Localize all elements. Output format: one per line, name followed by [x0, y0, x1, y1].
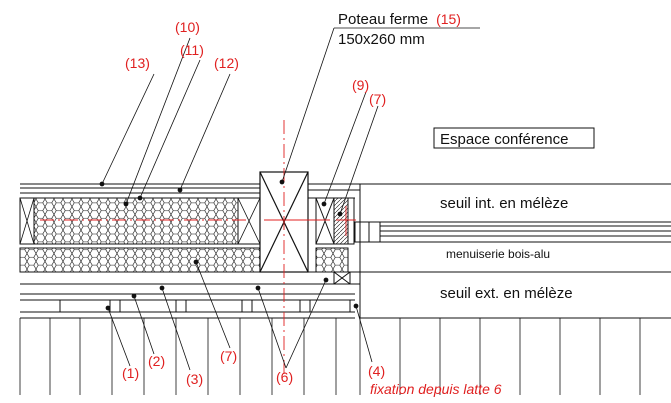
post-title: Poteau ferme [338, 11, 428, 28]
callout-1: (1) [122, 365, 139, 381]
callout-9: (9) [352, 77, 369, 93]
post-label: Poteau ferme (15) [338, 11, 461, 28]
insulation-upper [33, 197, 239, 245]
sill-exterior-label: seuil ext. en mélèze [440, 285, 573, 302]
leader-lines [99, 27, 480, 371]
frame-members-right [315, 197, 355, 285]
facade-cladding-boards [19, 318, 641, 395]
sill-interior-label: seuil int. en mélèze [440, 195, 568, 212]
post-size: 150x260 mm [338, 31, 425, 48]
callout-7-top: (7) [369, 91, 386, 107]
callout-11: (11) [180, 42, 204, 58]
callout-12: (12) [214, 55, 239, 71]
post-number: (15) [436, 11, 461, 27]
callout-10: (10) [175, 19, 200, 35]
roof-membrane-layers [20, 183, 360, 199]
insulation-lower [19, 247, 261, 273]
space-label: Espace conférence [440, 131, 568, 148]
axis-lines [40, 120, 356, 378]
callout-3: (3) [186, 371, 203, 387]
sills-and-joinery [354, 183, 671, 319]
joinery-label: menuiserie bois-alu [446, 247, 550, 261]
callout-13: (13) [125, 55, 150, 71]
callout-4: (4) [368, 363, 385, 379]
battens [20, 299, 355, 319]
space-label-box [433, 127, 595, 149]
callout-6: (6) [276, 369, 293, 385]
callout-7-bottom: (7) [220, 348, 237, 364]
callout-2: (2) [148, 353, 165, 369]
fixing-note: fixation depuis latte 6 [370, 381, 502, 397]
